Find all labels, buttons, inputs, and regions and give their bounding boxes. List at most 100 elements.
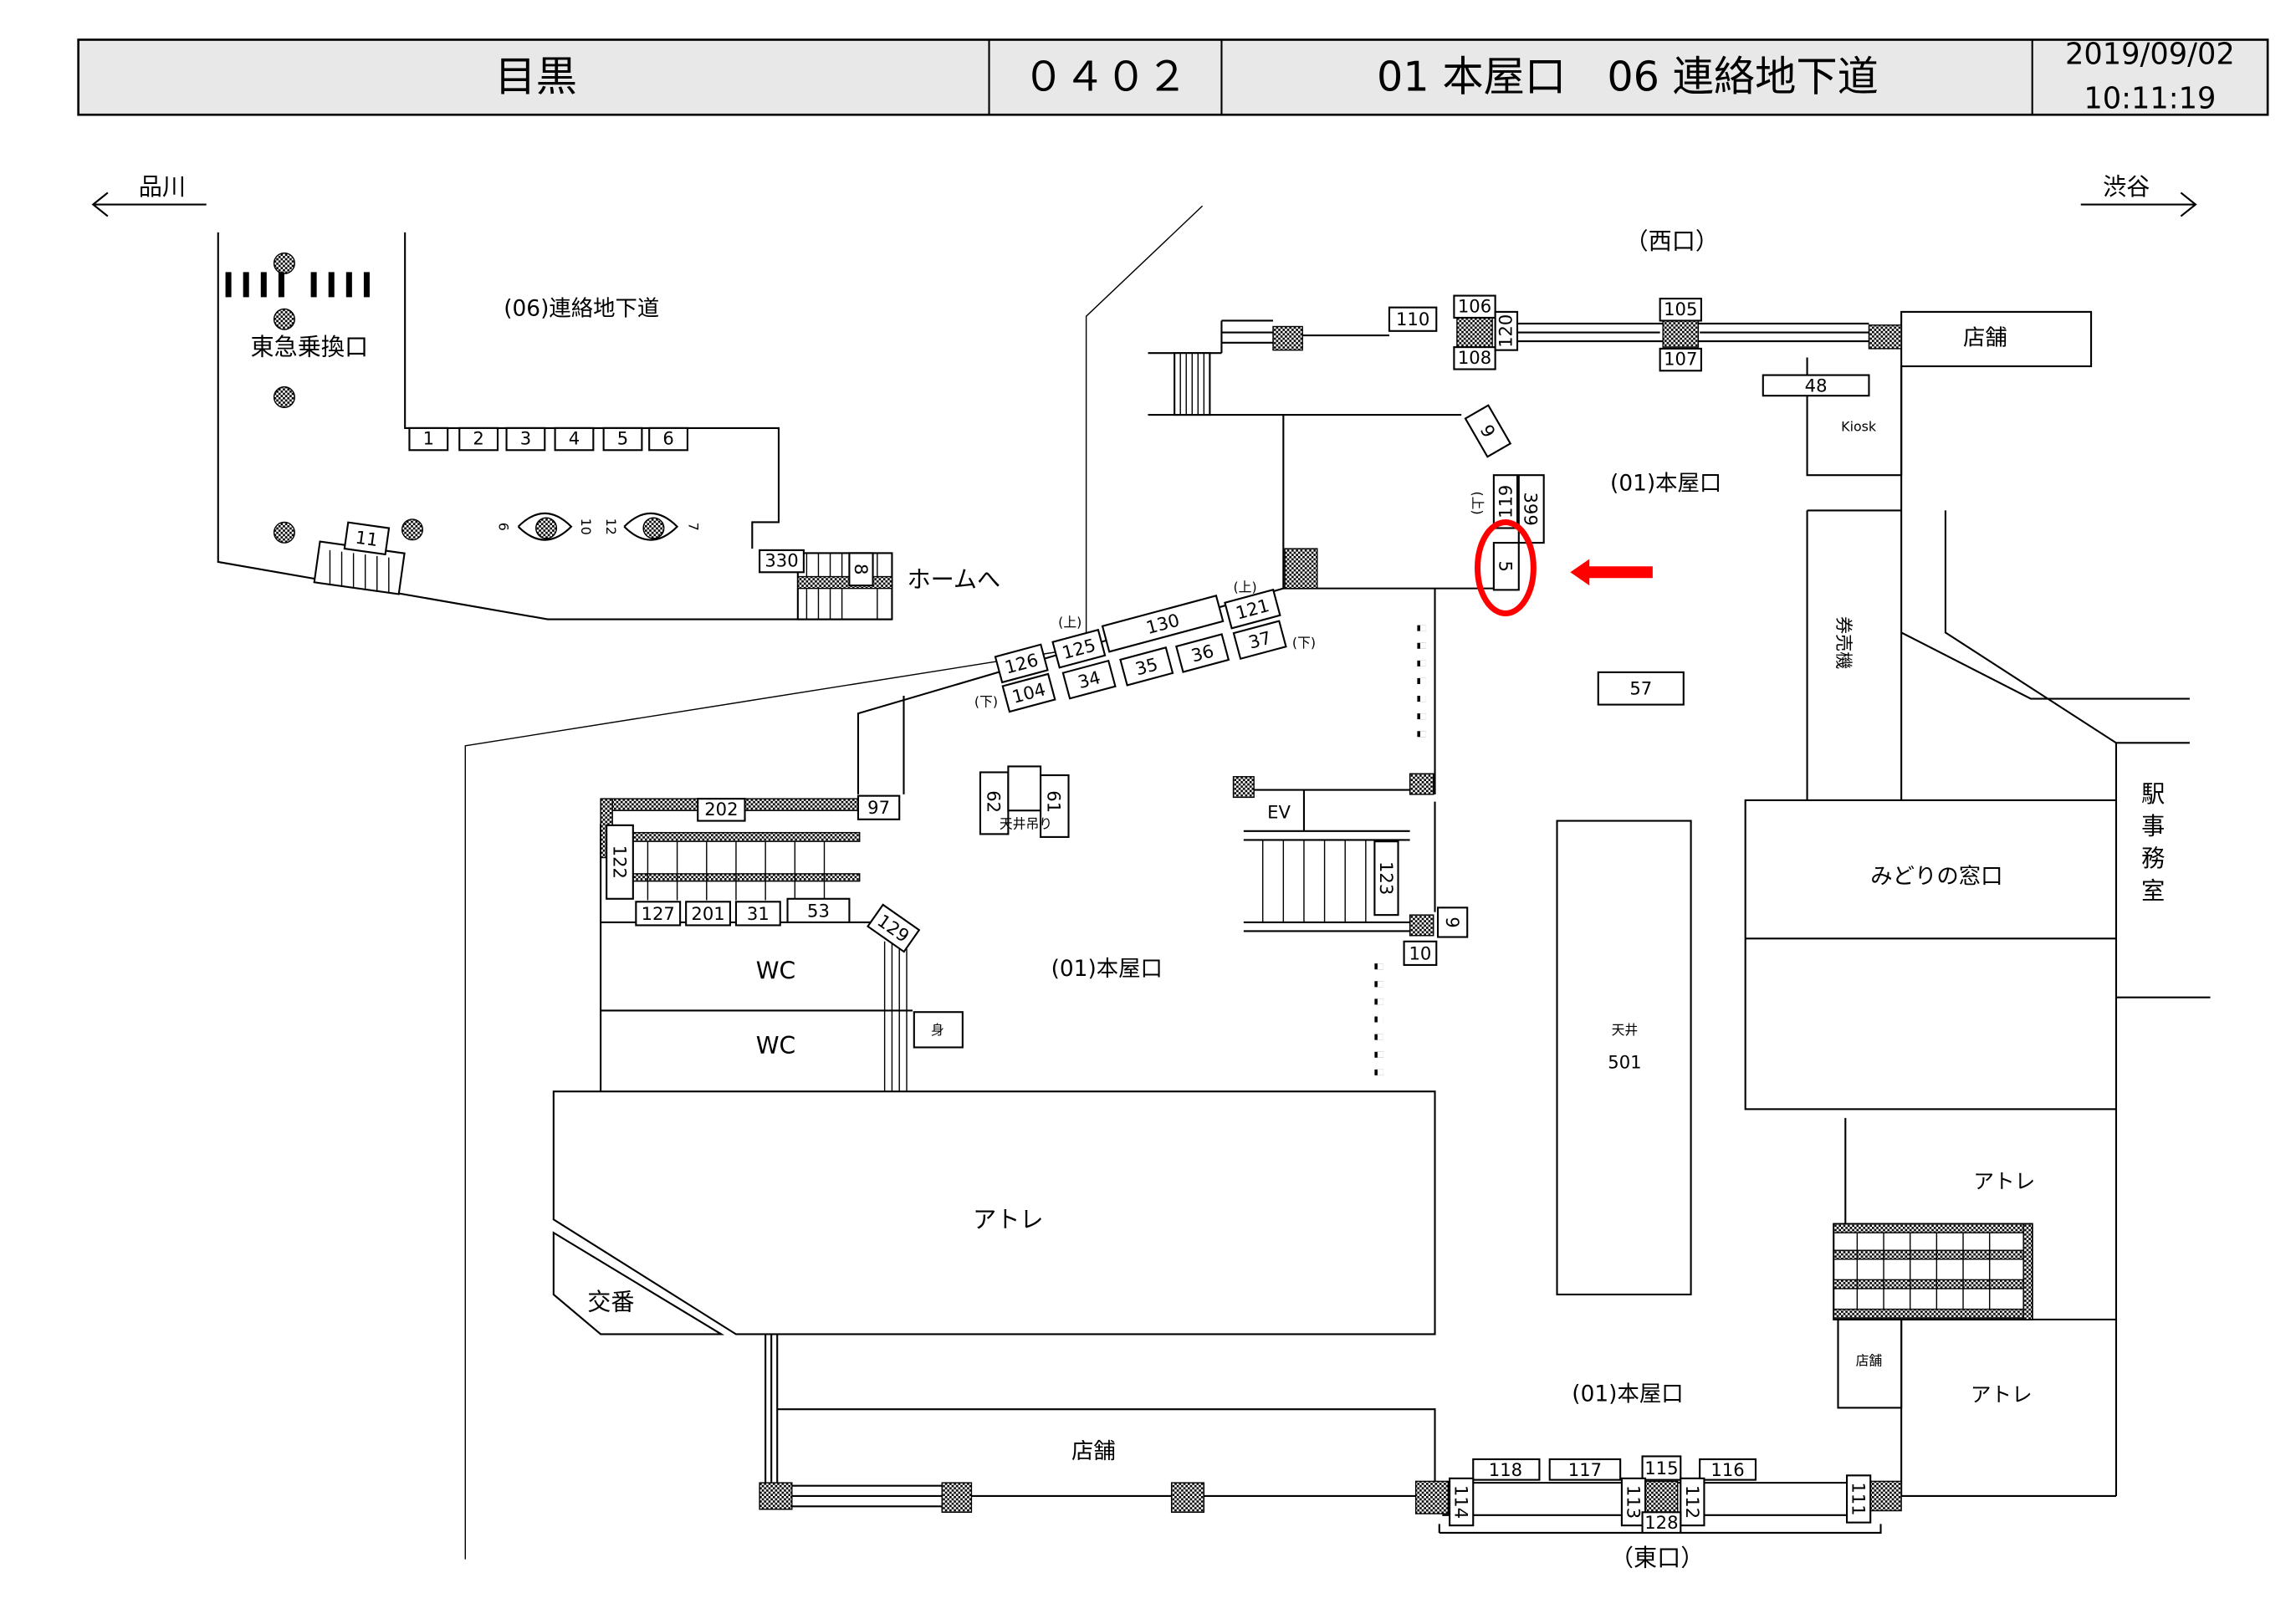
svg-text:97: 97 [867, 797, 890, 818]
spot-48[interactable]: 48 [1762, 374, 1870, 397]
spot-11[interactable]: 11 [343, 521, 391, 556]
wc-label-2: WC [756, 1032, 795, 1060]
stairs [313, 352, 2033, 1320]
svg-text:201: 201 [691, 903, 724, 924]
svg-text:117: 117 [1568, 1459, 1602, 1480]
spot-113[interactable]: 113 [1620, 1477, 1647, 1527]
spot-105[interactable]: 105 [1659, 298, 1702, 322]
svg-text:4: 4 [569, 428, 580, 449]
spot-121[interactable]: 121 [1224, 588, 1281, 630]
spot-120[interactable]: 120 [1494, 310, 1519, 351]
svg-text:6: 6 [496, 523, 512, 531]
spot-8[interactable]: 8 [848, 552, 874, 587]
svg-text:127: 127 [642, 903, 675, 924]
spot-53[interactable]: 53 [786, 897, 851, 923]
gate-blocks [225, 252, 1902, 1514]
spot-108[interactable]: 108 [1453, 346, 1496, 370]
spot-6[interactable]: 6 [648, 426, 688, 452]
spot-126[interactable]: 126 [994, 643, 1049, 684]
spot-129[interactable]: 129 [867, 903, 921, 953]
svg-text:112: 112 [1682, 1485, 1703, 1519]
spot-5a[interactable]: 5 [602, 426, 643, 452]
spot-111[interactable]: 111 [1845, 1474, 1872, 1524]
spot-117[interactable]: 117 [1548, 1458, 1622, 1481]
up-label-2: (上) [1058, 615, 1082, 631]
svg-text:106: 106 [1458, 295, 1491, 316]
direction-left-label: 品川 [139, 173, 186, 201]
exit-names: 01 本屋口 06 連絡地下道 [1377, 52, 1879, 100]
spot-97[interactable]: 97 [857, 794, 901, 820]
spot-202[interactable]: 202 [697, 798, 746, 822]
svg-text:57: 57 [1629, 678, 1652, 699]
spot-122[interactable]: 122 [606, 824, 634, 900]
spot-62[interactable]: 62 [979, 771, 1010, 835]
spot-10[interactable]: 10 [1403, 940, 1438, 966]
spot-31[interactable]: 31 [734, 901, 781, 927]
main-exit-center-label: (01)本屋口 [1051, 957, 1163, 982]
svg-text:116: 116 [1710, 1459, 1744, 1480]
atre-east-label-1: アトレ [1973, 1169, 2035, 1193]
main-exit-south-label: (01)本屋口 [1572, 1382, 1683, 1407]
spot-9a[interactable]: 9 [1464, 404, 1512, 458]
spot-1[interactable]: 1 [408, 426, 449, 452]
spot-36[interactable]: 36 [1175, 633, 1230, 673]
spot-115[interactable]: 115 [1641, 1455, 1682, 1481]
spot-106[interactable]: 106 [1453, 294, 1496, 319]
kiosk-label: Kiosk [1841, 419, 1877, 435]
spot-201[interactable]: 201 [685, 901, 731, 927]
spot-118[interactable]: 118 [1472, 1458, 1541, 1481]
ceiling-number: 501 [1608, 1052, 1641, 1073]
up-label-1: (上) [1470, 492, 1485, 515]
direction-right: 渋谷 [2080, 173, 2197, 217]
spot-110[interactable]: 110 [1388, 306, 1438, 332]
spot-130[interactable]: 130 [1101, 595, 1225, 653]
spot-34[interactable]: 34 [1061, 659, 1117, 700]
spot-37[interactable]: 37 [1232, 620, 1287, 661]
time: 10:11:19 [2084, 81, 2216, 115]
turnstile-numbers: 6 10 12 7 [496, 518, 702, 535]
wc-label-1: WC [756, 957, 795, 984]
svg-text:113: 113 [1623, 1485, 1644, 1519]
spot-107[interactable]: 107 [1659, 347, 1702, 372]
direction-right-label: 渋谷 [2103, 173, 2150, 201]
spot-9b[interactable]: 9 [1436, 906, 1469, 938]
spot-57[interactable]: 57 [1629, 678, 1652, 699]
spot-330[interactable]: 330 [759, 549, 805, 574]
spot-61[interactable]: 61 [1040, 774, 1070, 838]
spot-119[interactable]: 119 [1492, 474, 1519, 529]
svg-text:105: 105 [1664, 299, 1697, 319]
highlight-circle [1475, 518, 1537, 617]
svg-text:123: 123 [1376, 861, 1397, 895]
spot-4[interactable]: 4 [554, 426, 595, 452]
svg-text:62: 62 [983, 790, 1004, 813]
down-label-2: (下) [974, 694, 998, 710]
svg-text:399: 399 [1520, 493, 1541, 526]
east-exit-label: （東口） [1610, 1544, 1705, 1571]
ceiling-hang-label: 天井吊り [1000, 816, 1052, 832]
spot-127[interactable]: 127 [635, 901, 682, 927]
svg-text:118: 118 [1489, 1459, 1522, 1480]
svg-text:3: 3 [520, 428, 531, 449]
spot-104[interactable]: 104 [1001, 672, 1056, 713]
date: 2019/09/02 [2065, 38, 2235, 72]
svg-text:202: 202 [704, 799, 738, 820]
spot-123[interactable]: 123 [1376, 861, 1397, 895]
spot-5-highlighted[interactable]: 5 [1492, 542, 1520, 591]
direction-left: 品川 [91, 173, 207, 217]
spot-128[interactable]: 128 [1641, 1511, 1682, 1534]
svg-text:48: 48 [1805, 375, 1828, 396]
svg-text:9: 9 [1442, 917, 1463, 927]
spot-125[interactable]: 125 [1051, 628, 1107, 669]
spot-114[interactable]: 114 [1449, 1477, 1475, 1527]
svg-text:10: 10 [578, 518, 594, 535]
station-name: 目黒 [494, 52, 577, 100]
spot-116[interactable]: 116 [1699, 1458, 1757, 1481]
spot-2[interactable]: 2 [458, 426, 499, 452]
highlight-marker [1475, 518, 1653, 617]
spot-3[interactable]: 3 [505, 426, 546, 452]
spot-112[interactable]: 112 [1680, 1477, 1705, 1527]
to-platform-label: ホームへ [907, 566, 1000, 594]
atre-east-label-2: アトレ [1971, 1382, 2033, 1407]
spot-35[interactable]: 35 [1119, 646, 1174, 687]
